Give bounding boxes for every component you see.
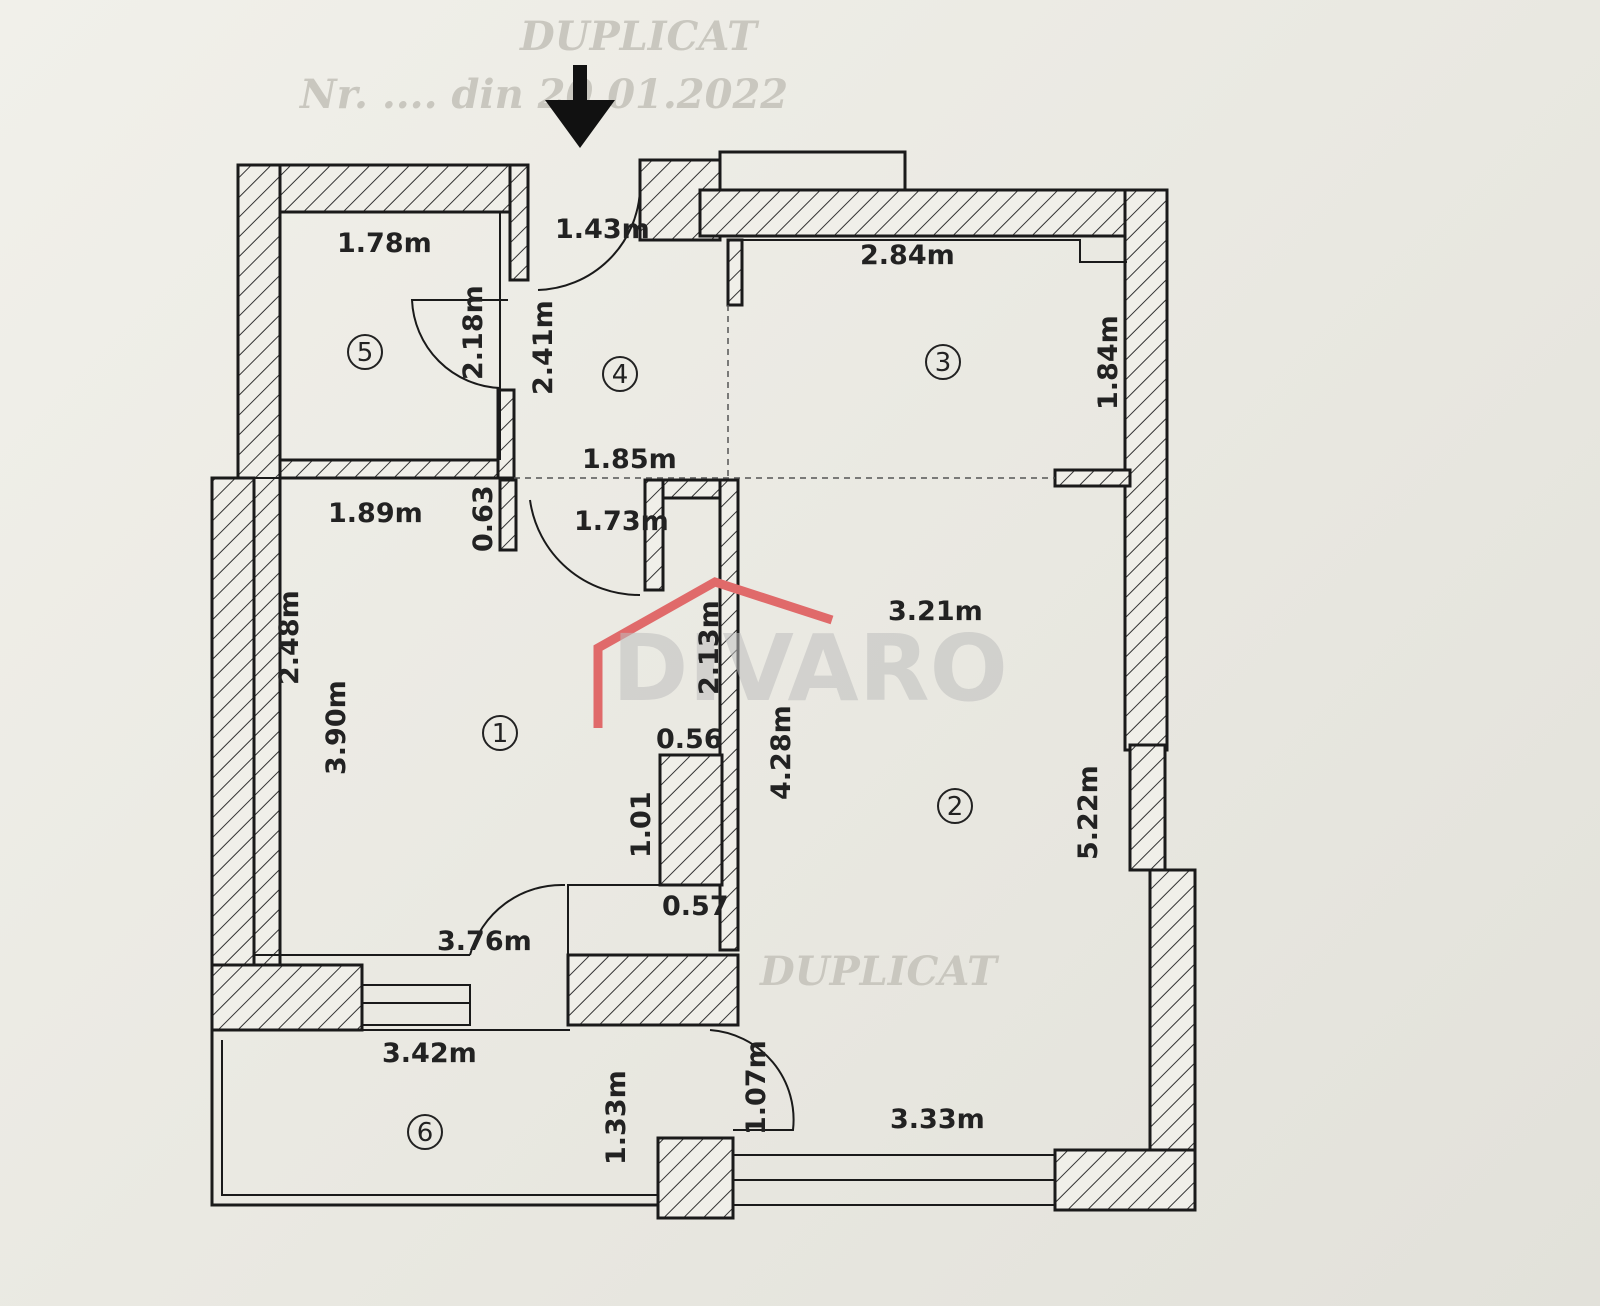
bg-header-number: Nr. .... din 20.01.2022 xyxy=(298,71,788,118)
watermark-brand: DIVARO xyxy=(612,615,1008,722)
door-swings xyxy=(410,189,795,1131)
dim-3-76: 3.76m xyxy=(437,926,532,957)
room-3-marker: 3 xyxy=(925,344,961,380)
dim-0-63: 0.63 xyxy=(468,485,499,552)
room-6-marker: 6 xyxy=(407,1114,443,1150)
dim-2-48: 2.48m xyxy=(274,590,305,685)
window-bottom xyxy=(732,1154,1056,1206)
dim-2-84: 2.84m xyxy=(860,240,955,271)
room-outlines xyxy=(210,211,1127,1207)
dim-1-01: 1.01 xyxy=(626,791,657,858)
dim-5-22: 5.22m xyxy=(1073,765,1104,860)
window-top xyxy=(718,150,907,192)
entrance-arrow-icon xyxy=(545,65,615,148)
svg-text:1: 1 xyxy=(492,719,509,749)
svg-text:2: 2 xyxy=(947,792,964,822)
dim-0-57: 0.57 xyxy=(662,891,729,922)
room-4-marker: 4 xyxy=(602,356,638,392)
svg-text:6: 6 xyxy=(417,1118,434,1148)
bg-footer-duplicat: DUPLICAT xyxy=(759,948,1000,995)
dimension-labels: 1.43m 1.78m 2.84m 2.18m 2.41m 1.84m 1.85… xyxy=(274,214,1124,1165)
internal-walls xyxy=(278,238,1132,952)
dim-1-73: 1.73m xyxy=(574,506,669,537)
dim-0-56: 0.56 xyxy=(656,724,723,755)
svg-text:4: 4 xyxy=(612,360,629,390)
dim-1-43: 1.43m xyxy=(555,214,650,245)
room-5-marker: 5 xyxy=(347,334,383,370)
dim-2-13: 2.13m xyxy=(694,600,725,695)
dim-1-33: 1.33m xyxy=(601,1070,632,1165)
dim-3-90: 3.90m xyxy=(321,680,352,775)
window-room1 xyxy=(361,984,471,1026)
dim-2-41: 2.41m xyxy=(528,300,559,395)
dim-1-78: 1.78m xyxy=(337,228,432,259)
svg-text:3: 3 xyxy=(935,348,952,378)
dim-3-33: 3.33m xyxy=(890,1104,985,1135)
dim-3-42: 3.42m xyxy=(382,1038,477,1069)
dim-1-85: 1.85m xyxy=(582,444,677,475)
room-numbers: 5 4 3 1 2 6 xyxy=(347,334,973,1150)
dim-1-84: 1.84m xyxy=(1093,315,1124,410)
divaro-watermark: DIVARO xyxy=(593,577,1008,728)
dim-1-07: 1.07m xyxy=(741,1040,772,1135)
svg-text:5: 5 xyxy=(357,338,374,368)
dim-4-28: 4.28m xyxy=(766,705,797,800)
dim-1-89: 1.89m xyxy=(328,498,423,529)
dim-3-21: 3.21m xyxy=(888,596,983,627)
room-1-marker: 1 xyxy=(482,715,518,751)
dim-2-18: 2.18m xyxy=(458,285,489,380)
bg-header-duplicat: DUPLICAT xyxy=(519,13,760,60)
outer-walls xyxy=(210,158,1197,1220)
room-2-marker: 2 xyxy=(937,788,973,824)
